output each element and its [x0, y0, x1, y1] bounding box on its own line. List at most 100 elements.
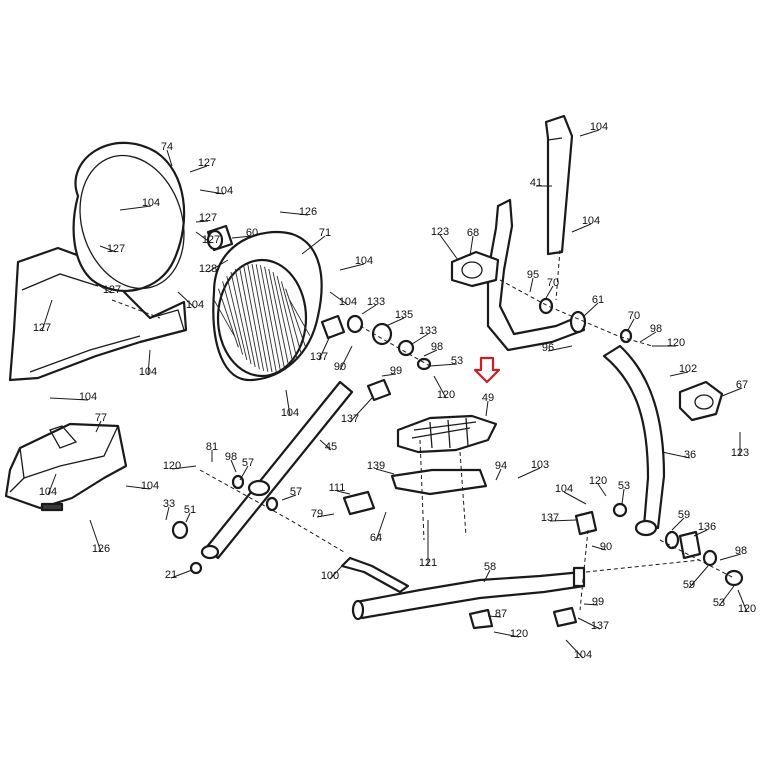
leader-line-c79: [483, 569, 491, 583]
callout-127: 127: [107, 243, 125, 255]
leader-line-c74: [719, 553, 742, 561]
callout-104: 104: [355, 255, 373, 267]
callout-104: 104: [555, 483, 573, 495]
leader-line-c21: [411, 333, 429, 345]
callout-127: 127: [202, 234, 220, 246]
leader-line-c32: [47, 473, 57, 496]
leader-line-c33: [125, 485, 151, 490]
leader-line-c23: [339, 345, 353, 371]
grille-bar: [217, 288, 239, 348]
callout-137: 137: [310, 351, 328, 363]
leader-line-c56: [721, 387, 743, 397]
leader-line-c4: [199, 189, 225, 195]
callout-104: 104: [215, 185, 233, 197]
leader-line-c76: [718, 585, 735, 607]
callout-71: 71: [319, 227, 331, 239]
callout-21: 21: [165, 569, 177, 581]
leader-line-c46: [439, 234, 459, 261]
callout-137: 137: [591, 620, 609, 632]
callout-90: 90: [334, 361, 346, 373]
callout-137: 137: [541, 512, 559, 524]
callout-121: 121: [419, 557, 437, 569]
leader-line-c81: [487, 615, 502, 618]
callout-33: 33: [163, 498, 175, 510]
assembly-lines: [111, 249, 735, 611]
leader-line-c7: [95, 283, 113, 294]
leader-line-c20: [385, 317, 405, 327]
callout-137: 137: [341, 413, 359, 425]
leader-line-c9: [177, 291, 196, 309]
leader-line-c19: [361, 304, 377, 315]
leader-line-c65: [375, 511, 387, 542]
leader-line-c50: [583, 302, 599, 317]
callout-94: 94: [495, 460, 507, 472]
grille-bar: [247, 264, 269, 372]
leader-line-c6: [99, 245, 117, 253]
leader-line-c28: [285, 389, 291, 417]
upper-handle: [544, 114, 574, 256]
leader-line-c13: [231, 235, 253, 239]
leader-line-c31: [95, 420, 102, 433]
callout-120: 120: [437, 389, 455, 401]
callout-104: 104: [582, 215, 600, 227]
callout-87: 87: [495, 608, 507, 620]
callout-labels: 7412710410412712712712710412710410460128…: [33, 121, 756, 661]
callout-64: 64: [370, 532, 382, 544]
callout-67: 67: [736, 379, 748, 391]
callout-leaders: [41, 129, 748, 659]
leader-line-c38: [171, 465, 197, 470]
callout-104: 104: [574, 649, 592, 661]
right-lower-arm: [602, 344, 666, 537]
rail-rear: [340, 556, 410, 594]
leader-line-c40: [165, 506, 170, 521]
callout-104: 104: [590, 121, 608, 133]
callout-96: 96: [542, 342, 554, 354]
leader-line-c68: [597, 483, 607, 497]
leader-line-c5: [195, 220, 209, 223]
grille-bar: [272, 271, 294, 365]
leader-line-c78: [329, 565, 343, 580]
grille-bar: [259, 265, 281, 371]
callout-127: 127: [199, 212, 217, 224]
leader-line-c41: [185, 512, 191, 523]
flywheel-shroud: [212, 230, 323, 382]
leader-line-c18: [329, 291, 349, 306]
grille-bar: [285, 288, 307, 348]
grille-bar: [226, 275, 248, 361]
callout-104: 104: [141, 480, 159, 492]
leader-line-c72: [671, 517, 685, 531]
leader-line-c49: [545, 285, 554, 299]
callout-104: 104: [79, 391, 97, 403]
grille-bar: [238, 266, 260, 370]
callout-95: 95: [527, 269, 539, 281]
leader-line-c58: [485, 400, 489, 417]
callout-120: 120: [738, 603, 756, 615]
callout-104: 104: [339, 296, 357, 308]
grille-bar: [222, 281, 244, 355]
callout-51: 51: [184, 504, 196, 516]
callout-59: 59: [683, 579, 695, 591]
callout-128: 128: [199, 263, 217, 275]
leader-line-c27: [433, 375, 447, 399]
leader-line-c17: [339, 263, 365, 271]
down-arrow-icon: [473, 356, 501, 384]
flywheel-grille: [213, 263, 311, 373]
callout-104: 104: [281, 407, 299, 419]
leader-line-c84: [565, 639, 584, 659]
leader-line-c45: [571, 223, 592, 233]
leader-line-c8: [41, 299, 53, 332]
leader-line-c37: [239, 465, 249, 481]
leader-line-c55: [669, 371, 689, 377]
callout-81: 81: [206, 441, 218, 453]
grille-bar: [234, 268, 256, 368]
leader-line-c12: [49, 397, 89, 401]
leader-line-c83: [577, 617, 601, 630]
leader-line-c51: [627, 318, 635, 331]
leader-line-c54: [547, 345, 573, 352]
leader-line-c14: [207, 259, 229, 273]
leader-line-c61: [495, 468, 502, 481]
callout-120: 120: [510, 628, 528, 640]
front-stabilizer: [351, 566, 586, 621]
